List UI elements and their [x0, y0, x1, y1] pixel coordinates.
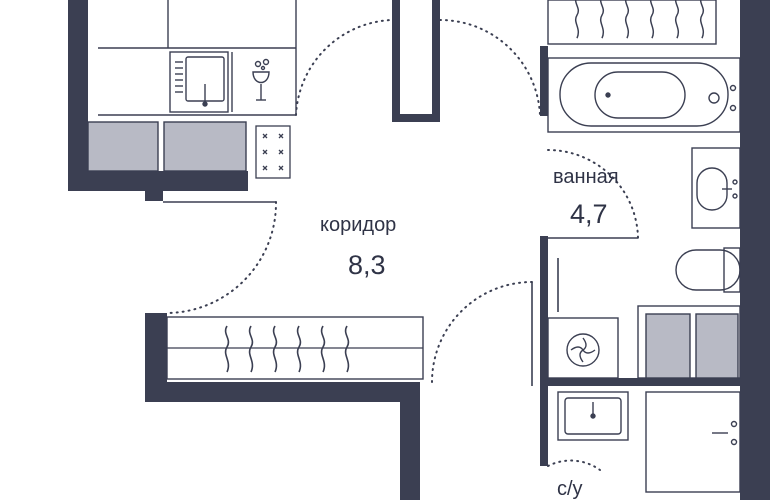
wine-glass-icon — [252, 58, 270, 101]
wc-toilet-icon — [645, 391, 741, 493]
bathroom-area: 4,7 — [570, 199, 608, 229]
wall-bath-left-mid — [540, 236, 548, 386]
wall-right — [740, 0, 770, 500]
cooktop-icon — [255, 125, 291, 179]
wc-door — [547, 459, 601, 471]
wall-lower-left — [145, 313, 167, 401]
washing-machine-icon — [547, 317, 619, 379]
wc-label: с/у — [557, 478, 583, 500]
kitchen — [98, 0, 297, 116]
lower-storage — [166, 316, 424, 380]
wall-bath-bottom — [540, 378, 740, 386]
wall-kitchen-stub — [145, 191, 163, 201]
sink-icon — [691, 147, 741, 229]
wc-sink-icon — [557, 391, 629, 441]
top-storage — [547, 0, 717, 45]
bathtub-icon — [547, 57, 741, 133]
kitchen-cabinets — [87, 121, 247, 172]
wall-lower-pillar — [400, 402, 420, 500]
bath-door-arc — [547, 149, 639, 239]
sink-icon — [169, 51, 229, 113]
wall-lower-bottom — [145, 382, 420, 402]
corridor-door-left — [166, 201, 278, 314]
wall-left — [68, 0, 88, 190]
corridor-area: 8,3 — [348, 250, 386, 280]
corridor-label: коридор — [320, 214, 397, 236]
wall-kitchen-bottom — [68, 171, 248, 191]
corridor-door-right — [431, 281, 533, 383]
bathroom-label: ванная — [553, 166, 619, 188]
bath-door — [439, 18, 541, 116]
doors — [166, 18, 639, 471]
wall-bath-left-top — [540, 46, 548, 116]
toilet-icon — [675, 247, 741, 293]
kitchen-door — [295, 19, 393, 116]
wall-wc-left — [540, 386, 548, 466]
bathroom-cabinets — [637, 305, 741, 379]
